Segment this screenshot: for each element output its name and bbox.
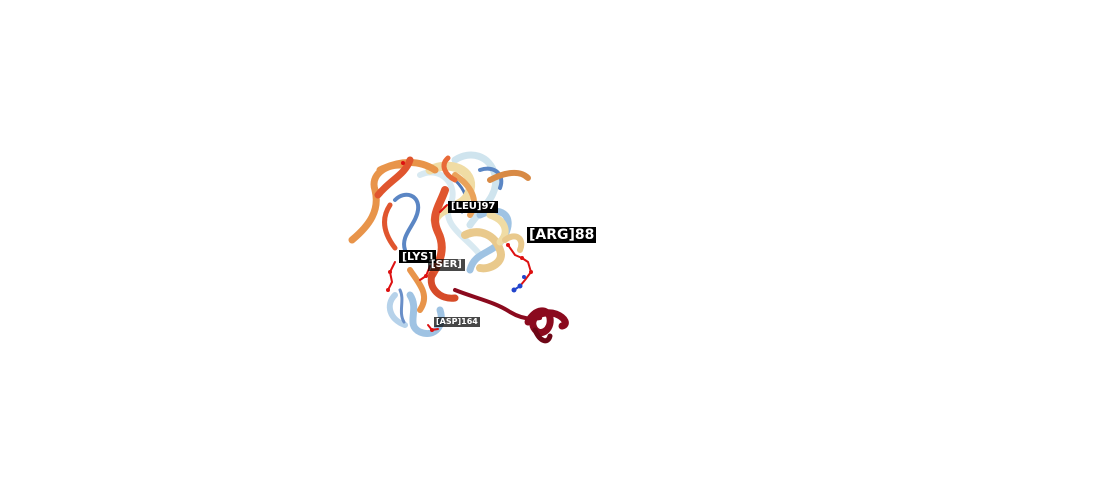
- ribbon-steel-blue: [398, 288, 406, 324]
- ribbon-tan: [486, 211, 509, 246]
- ribbon-dark-red-helix: [532, 327, 553, 344]
- sidechain-leu97: [439, 204, 448, 213]
- residue-label-ser: [SER]: [428, 259, 465, 271]
- ribbon-tan: [461, 228, 505, 273]
- residue-label-lys: [LYS]: [399, 250, 437, 263]
- ribbon-dark-red: [453, 288, 542, 321]
- ribbon-red-orange: [427, 271, 459, 302]
- ribbon-red-orange: [441, 155, 458, 183]
- ribbon-orange: [407, 267, 428, 313]
- residue-label-asp164: [ASP]164: [434, 317, 480, 327]
- ribbon-orange: [487, 170, 531, 183]
- ribbon-steel-blue: [393, 192, 421, 252]
- ribbon-tan: [502, 233, 525, 253]
- ribbon-steel-blue: [478, 166, 504, 190]
- sidechain-atoms: [386, 161, 533, 332]
- residue-label-leu97: [LEU]97: [448, 201, 499, 213]
- ribbon-red-orange: [382, 202, 398, 251]
- sidechain-lys: [387, 261, 396, 291]
- ribbon-light-blue: [386, 292, 408, 328]
- residue-label-arg88: [ARG]88: [527, 227, 597, 243]
- ribbon-red-orange: [374, 156, 414, 199]
